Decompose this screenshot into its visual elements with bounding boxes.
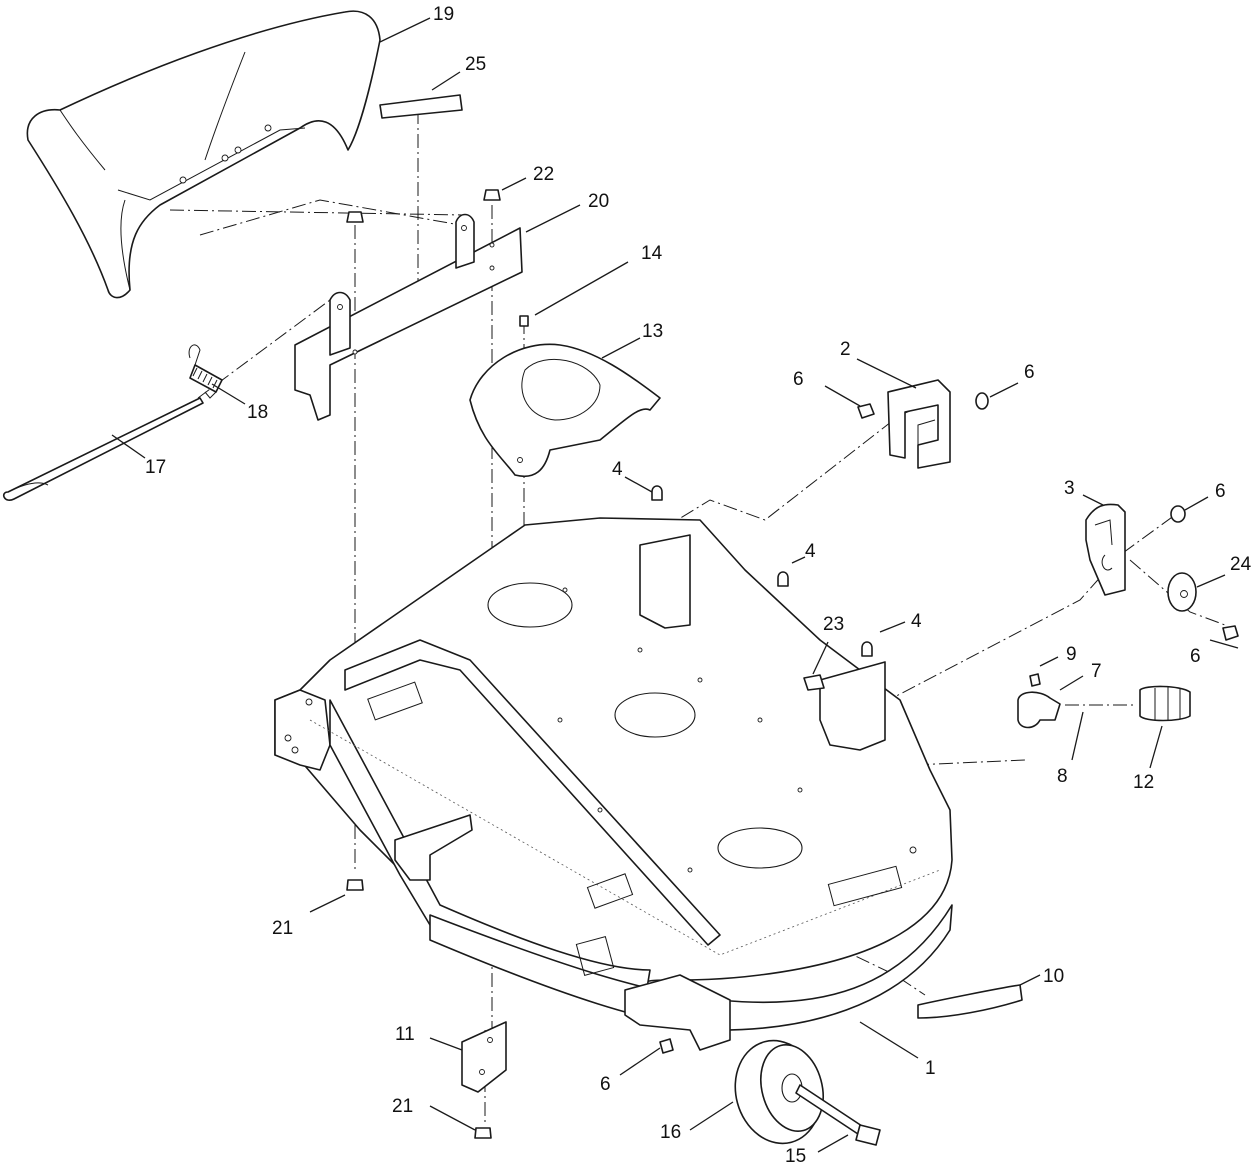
callout-7: 7 — [1091, 661, 1102, 682]
callout-6: 6 — [1190, 646, 1201, 667]
mower-deck — [274, 517, 953, 1051]
callout-15: 15 — [785, 1146, 806, 1167]
leader-lines — [111, 17, 1239, 1153]
grease-fitting-assembly — [1017, 673, 1191, 729]
decal — [379, 94, 463, 119]
callout-6: 6 — [793, 369, 804, 390]
callout-3: 3 — [1064, 478, 1075, 499]
callout-4: 4 — [911, 611, 922, 632]
callout-9: 9 — [1066, 644, 1077, 665]
discharge-chute — [26, 10, 381, 299]
callout-2: 2 — [840, 339, 851, 360]
chute-rod-and-spring — [2, 344, 223, 501]
callout-6: 6 — [1024, 362, 1035, 383]
callout-11: 11 — [395, 1024, 415, 1045]
callout-14: 14 — [641, 243, 663, 264]
callout-17: 17 — [145, 457, 166, 478]
bracket-11 — [461, 1021, 507, 1093]
callout-10: 10 — [1043, 966, 1064, 987]
callout-8: 8 — [1057, 766, 1068, 787]
carriage-bolts — [651, 485, 873, 691]
bolt-21-lower — [474, 1127, 492, 1139]
spindle-cover — [469, 343, 661, 477]
callout-6: 6 — [1215, 481, 1226, 502]
callout-24: 24 — [1230, 554, 1252, 575]
callout-23: 23 — [823, 614, 844, 635]
callout-13: 13 — [642, 321, 663, 342]
caster-wheel — [734, 1039, 881, 1146]
callout-21: 21 — [272, 918, 293, 939]
callout-6: 6 — [600, 1074, 611, 1095]
callout-21: 21 — [392, 1096, 413, 1117]
callout-16: 16 — [660, 1122, 681, 1143]
chute-mount-plate — [294, 213, 523, 421]
bracket-3 — [1085, 503, 1126, 596]
callout-4: 4 — [612, 459, 623, 480]
bolt-21-upper — [346, 879, 364, 891]
callout-1: 1 — [925, 1058, 936, 1079]
callout-18: 18 — [247, 402, 268, 423]
callout-22: 22 — [533, 164, 554, 185]
callout-12: 12 — [1133, 772, 1154, 793]
callout-20: 20 — [588, 191, 609, 212]
callout-25: 25 — [465, 54, 486, 75]
callout-4: 4 — [805, 541, 816, 562]
callout-labels: 19 25 22 20 14 13 18 17 2 6 6 4 3 6 24 4… — [145, 4, 1252, 1167]
callout-19: 19 — [433, 4, 454, 25]
flange-nuts — [346, 189, 529, 327]
bracket-2 — [887, 379, 951, 469]
baffle — [917, 984, 1023, 1019]
hardware — [659, 392, 1239, 1054]
